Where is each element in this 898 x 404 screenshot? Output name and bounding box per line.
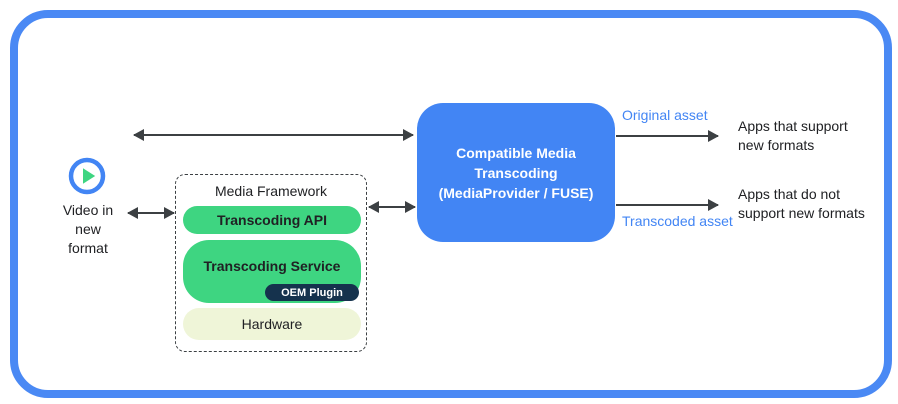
arrow-shaft [369, 206, 415, 208]
arrowhead-right-icon [708, 199, 719, 211]
arrow-framework-transcoder [368, 201, 416, 213]
arrow-video-framework [127, 207, 175, 219]
oem-plugin-pill: OEM Plugin [265, 284, 359, 301]
arrowhead-right-icon [708, 130, 719, 142]
arrowhead-left-icon [127, 207, 138, 219]
original-asset-label: Original asset [622, 107, 708, 123]
video-source-label: Video in new format [62, 202, 114, 256]
arrow-shaft [616, 204, 718, 206]
arrowhead-right-icon [403, 129, 414, 141]
arrowhead-left-icon [133, 129, 144, 141]
transcoder-box: Compatible Media Transcoding (MediaProvi… [417, 103, 615, 242]
arrow-source-transcoder [133, 129, 414, 141]
hardware-pill: Hardware [183, 308, 361, 340]
transcoding-api-pill: Transcoding API [183, 206, 361, 234]
arrow-transcoded-asset [615, 199, 719, 211]
arrowhead-left-icon [368, 201, 379, 213]
arrowhead-right-icon [164, 207, 175, 219]
transcoded-asset-label: Transcoded asset [622, 213, 733, 229]
transcoding-api-label: Transcoding API [217, 212, 327, 228]
apps-support-new-formats-label: Apps that support new formats [738, 118, 848, 153]
media-framework-box: Media Framework Transcoding API Transcod… [175, 174, 367, 352]
arrow-shaft [616, 135, 718, 137]
outer-frame [10, 10, 892, 398]
arrow-shaft [128, 212, 174, 214]
oem-plugin-label: OEM Plugin [281, 286, 343, 299]
play-icon [68, 157, 106, 195]
arrowhead-right-icon [405, 201, 416, 213]
transcoding-service-pill: Transcoding Service OEM Plugin [183, 240, 361, 303]
transcoder-label: Compatible Media Transcoding (MediaProvi… [438, 144, 594, 201]
apps-not-support-new-formats-label: Apps that do not support new formats [738, 186, 865, 221]
transcoding-service-label: Transcoding Service [203, 257, 341, 274]
arrow-shaft [134, 134, 413, 136]
media-framework-title: Media Framework [214, 183, 328, 199]
arrow-original-asset [615, 130, 719, 142]
hardware-label: Hardware [241, 316, 303, 332]
